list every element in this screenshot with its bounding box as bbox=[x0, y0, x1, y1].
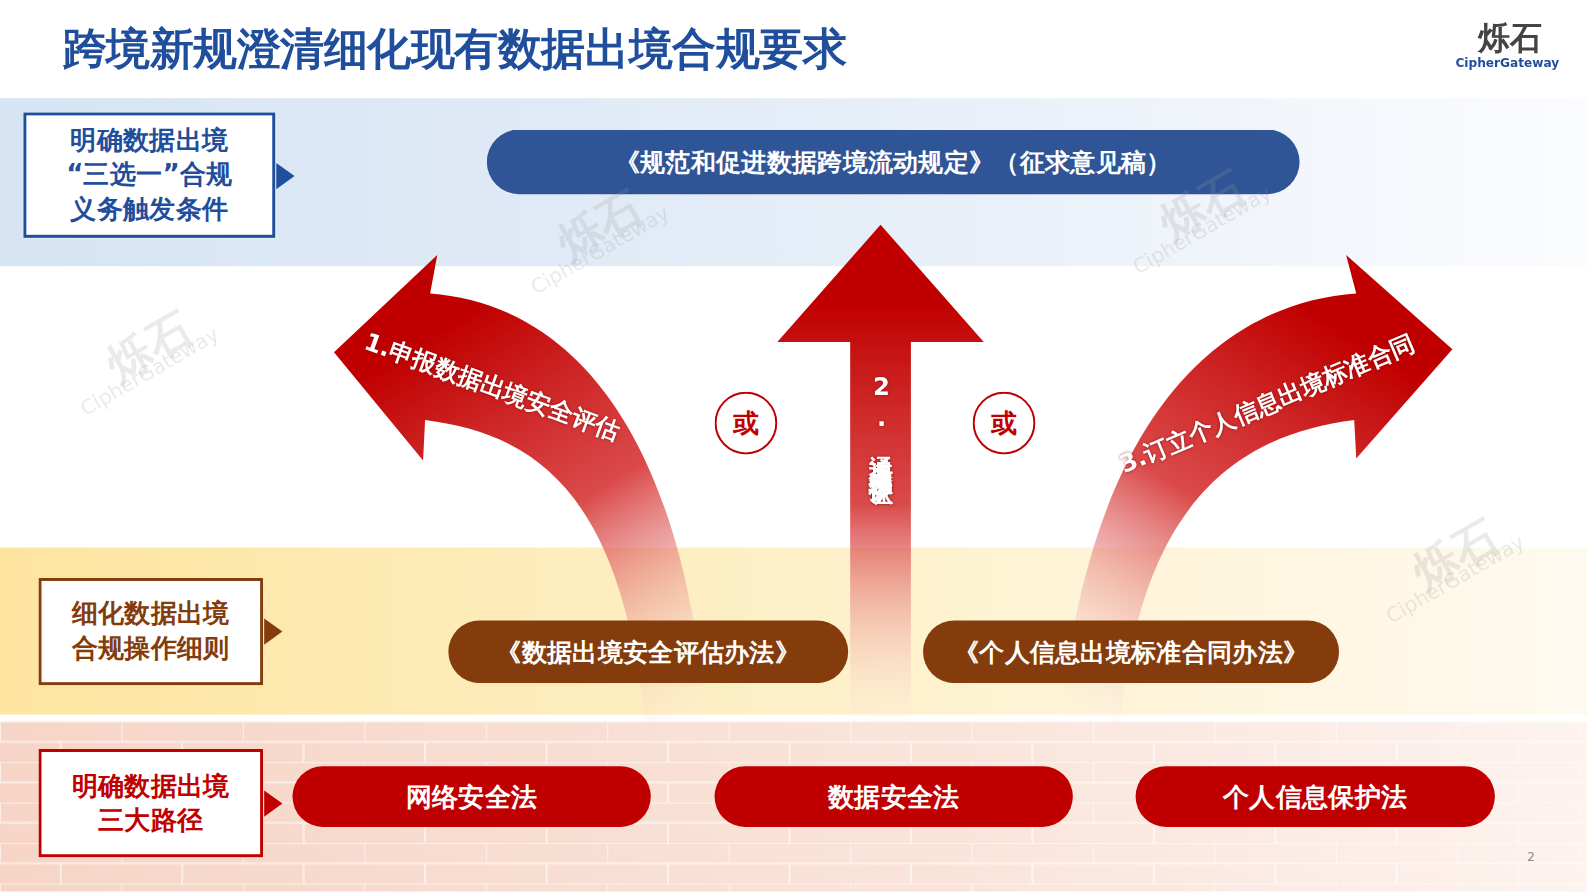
arrow-label: 1.申报数据出境安全评估 bbox=[360, 325, 624, 447]
pointer-triangle bbox=[264, 790, 282, 816]
pointer-triangle bbox=[276, 163, 294, 189]
watermark: 烁石 bbox=[1402, 507, 1509, 603]
regulation-pill: 《数据出境安全评估办法》 bbox=[448, 620, 848, 683]
watermark: CipherGateway bbox=[526, 201, 673, 300]
page-number: 2 bbox=[1527, 850, 1535, 864]
node-text: 《数据出境安全评估办法》 bbox=[496, 635, 800, 668]
law-pill: 数据安全法 bbox=[715, 766, 1073, 827]
regulation-pill: 《个人信息出境标准合同办法》 bbox=[923, 620, 1339, 683]
logo-mark: 烁石 bbox=[1478, 16, 1543, 61]
slide-title: 跨境新规澄清细化现有数据出境合规要求 bbox=[63, 20, 846, 79]
law-pill: 个人信息保护法 bbox=[1136, 766, 1495, 827]
law-pill: 网络安全法 bbox=[293, 766, 651, 827]
section-label-box: 明确数据出境三大路径 bbox=[38, 749, 263, 857]
logo-subtitle: CipherGateway bbox=[1455, 56, 1559, 70]
or-label: 或 bbox=[733, 405, 759, 440]
pointer-triangle bbox=[264, 618, 282, 644]
watermark: CipherGateway bbox=[1129, 180, 1276, 279]
arrow-label: 2.通过个人信息保护认证 bbox=[865, 372, 897, 465]
node-text: 明确数据出境“三选一”合规义务触发条件 bbox=[66, 124, 233, 227]
node-text: 网络安全法 bbox=[406, 779, 538, 814]
or-circle: 或 bbox=[715, 392, 778, 455]
node-text: 细化数据出境合规操作细则 bbox=[68, 597, 234, 665]
or-label: 或 bbox=[991, 405, 1017, 440]
node-text: 数据安全法 bbox=[828, 779, 960, 814]
section-label-box: 明确数据出境“三选一”合规义务触发条件 bbox=[23, 112, 275, 238]
watermark: 烁石 bbox=[96, 300, 203, 396]
regulation-pill: 《规范和促进数据跨境流动规定》（征求意见稿） bbox=[487, 130, 1300, 195]
node-text: 明确数据出境三大路径 bbox=[68, 769, 234, 837]
watermark: CipherGateway bbox=[76, 322, 223, 421]
section-label-box: 细化数据出境合规操作细则 bbox=[38, 578, 263, 685]
node-text: 《规范和促进数据跨境流动规定》（征求意见稿） bbox=[615, 145, 1172, 178]
arrow-label: 3.订立个人信息出境标准合同 bbox=[1115, 327, 1420, 481]
node-text: 个人信息保护法 bbox=[1223, 779, 1407, 814]
node-text: 《个人信息出境标准合同办法》 bbox=[954, 635, 1308, 668]
watermark: CipherGateway bbox=[1382, 529, 1529, 628]
or-circle: 或 bbox=[973, 392, 1036, 455]
